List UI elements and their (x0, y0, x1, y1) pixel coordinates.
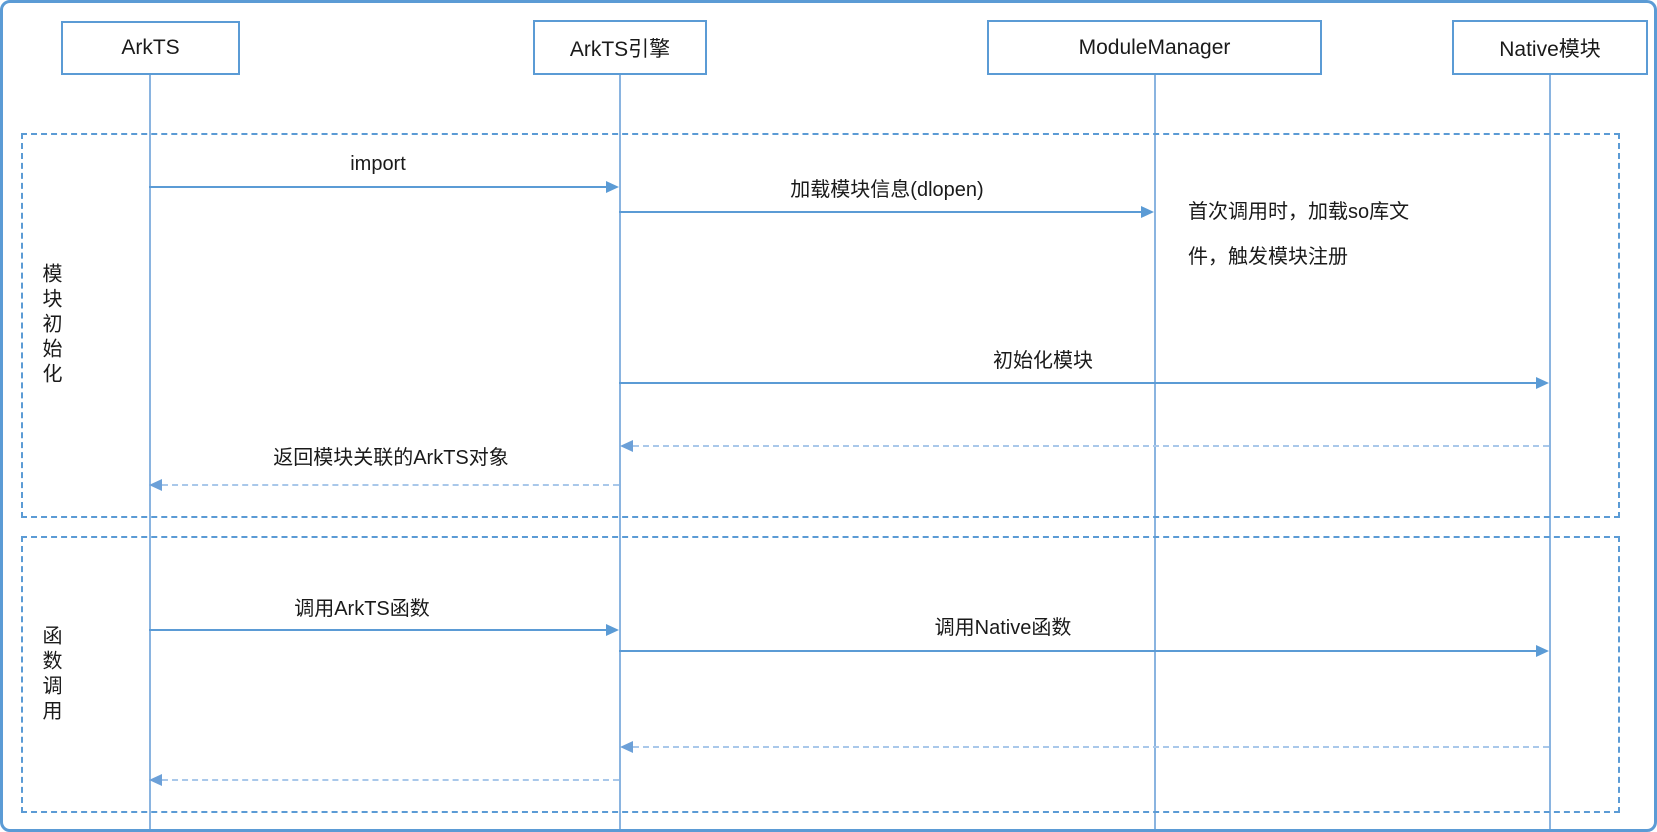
actor-label-native-module: Native模块 (1499, 37, 1601, 61)
frame-module-init (21, 133, 1620, 518)
arrowhead-left-icon (149, 774, 162, 786)
message-call-native-func-arrow (619, 650, 1539, 652)
actor-label-arkts: ArkTS (121, 36, 180, 59)
return-arrow-init (633, 445, 1549, 447)
arrowhead-left-icon (620, 741, 633, 753)
note-line-2: 件，触发模块注册 (1188, 246, 1348, 268)
actor-label-modulemanager: ModuleManager (1078, 35, 1231, 59)
frame-label-module-init: 模块初始化 (39, 263, 61, 388)
message-init-module-arrow (619, 382, 1539, 384)
note-load-so: 首次调用时，加载so库文 件，触发模块注册 (1188, 190, 1409, 280)
frame-function-call (21, 536, 1620, 813)
message-load-module-info-arrow (619, 211, 1144, 213)
lifeline-arkts (149, 75, 151, 829)
message-import-label: import (350, 153, 406, 175)
arrowhead-right-icon (606, 624, 619, 636)
actor-box-arkts-engine: ArkTS引擎 (533, 20, 707, 75)
actor-box-modulemanager: ModuleManager (987, 20, 1322, 75)
lifeline-native-module (1549, 75, 1551, 829)
message-call-native-func-label: 调用Native函数 (934, 617, 1072, 639)
frame-label-function-call: 函数调用 (39, 625, 61, 725)
lifeline-modulemanager (1154, 75, 1156, 829)
return-arrow-native (633, 746, 1549, 748)
message-call-arkts-func-arrow (149, 629, 609, 631)
message-load-module-info-label: 加载模块信息(dlopen) (790, 179, 984, 201)
return-arrow-to-arkts (162, 779, 619, 781)
actor-label-arkts-engine: ArkTS引擎 (569, 37, 671, 61)
return-arrow-arkts-object (162, 484, 619, 486)
actor-box-native-module: Native模块 (1452, 20, 1648, 75)
message-init-module-label: 初始化模块 (993, 350, 1093, 372)
note-line-1: 首次调用时，加载so库文 (1188, 201, 1410, 223)
message-call-arkts-func-label: 调用ArkTS函数 (294, 598, 430, 620)
arrowhead-right-icon (1141, 206, 1154, 218)
message-return-arkts-object-label: 返回模块关联的ArkTS对象 (273, 447, 509, 469)
arrowhead-right-icon (606, 181, 619, 193)
arrowhead-left-icon (149, 479, 162, 491)
lifeline-arkts-engine (619, 75, 621, 829)
actor-box-arkts: ArkTS (61, 21, 240, 75)
arrowhead-right-icon (1536, 377, 1549, 389)
arrowhead-left-icon (620, 440, 633, 452)
arrowhead-right-icon (1536, 645, 1549, 657)
message-import-arrow (149, 186, 609, 188)
